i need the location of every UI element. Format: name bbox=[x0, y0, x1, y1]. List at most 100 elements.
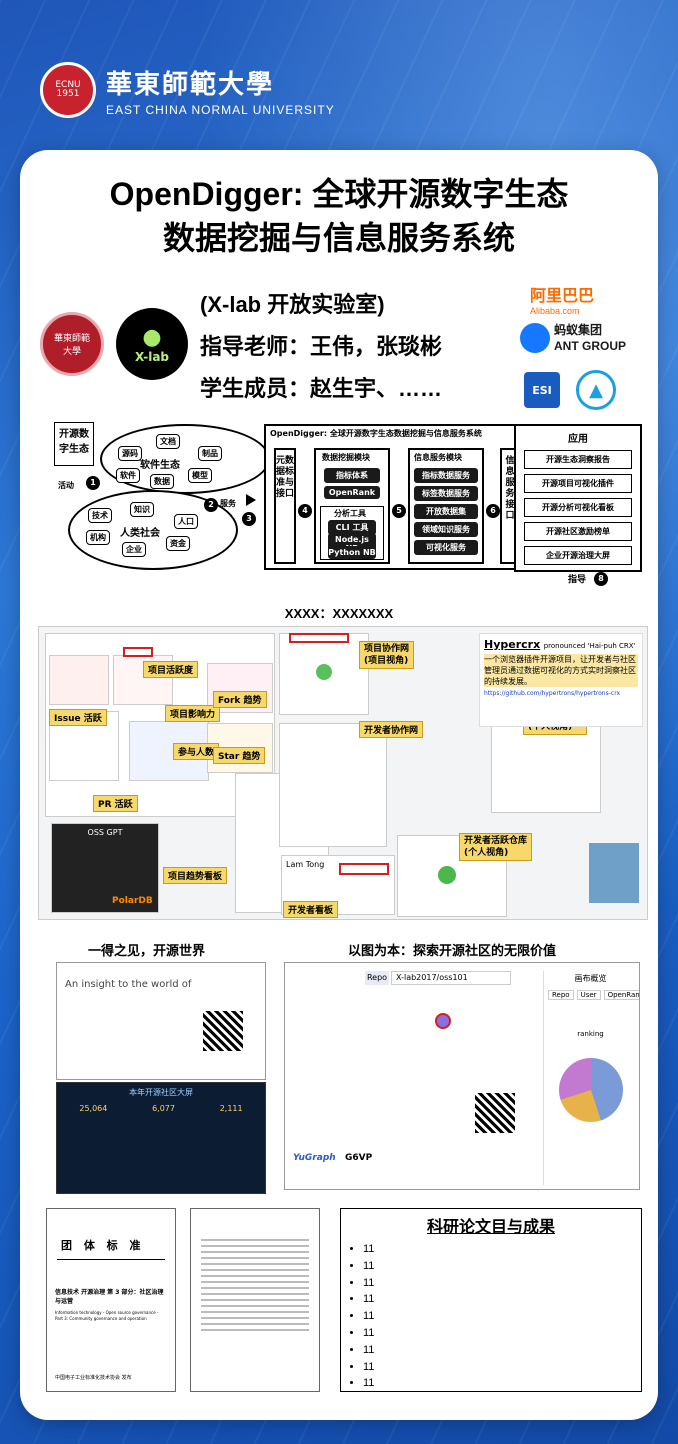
hs-item: 知识 bbox=[130, 502, 154, 517]
xlab-logo: ● X-lab bbox=[116, 308, 188, 380]
personal-view: (个人视角) bbox=[528, 722, 573, 732]
label-fork-trend: Fork 趋势 bbox=[213, 691, 267, 708]
tab-repo[interactable]: Repo bbox=[548, 990, 574, 1000]
university-name-en: EAST CHINA NORMAL UNIVERSITY bbox=[106, 102, 335, 117]
label-project-influence: 项目影响力 bbox=[165, 705, 221, 722]
hypercrx-screenshot-panel: 项目活跃度 项目影响力 Issue 活跃 PR 活跃 参与人数 Fork 趋势 … bbox=[38, 626, 648, 920]
list-item: 11 bbox=[363, 1258, 641, 1275]
activity-chart bbox=[49, 655, 109, 705]
sw-item: 制品 bbox=[198, 446, 222, 461]
advisors: 指导老师：王伟，张琰彬 bbox=[200, 334, 443, 359]
insight-title: An insight to the world of bbox=[65, 979, 192, 990]
stat-value: 25,064 bbox=[79, 1104, 108, 1113]
team-photo bbox=[589, 843, 639, 903]
list-item: 11 bbox=[363, 1325, 641, 1342]
mining-module-title: 数据挖掘模块 bbox=[322, 453, 370, 462]
ant-cn: 蚂蚁集团 bbox=[554, 323, 603, 337]
results-title: 科研论文目与成果 bbox=[426, 1219, 555, 1236]
g6vp-logo: G6VP bbox=[345, 1153, 373, 1163]
label-dev-network: 开发者协作网 bbox=[359, 721, 424, 738]
list-item: 11 bbox=[363, 1275, 641, 1292]
highlight-box bbox=[339, 863, 389, 875]
eco-title-box: 开源数字生态 bbox=[54, 422, 94, 466]
hypercrx-pron: pronounced 'Hai-puh CRX' bbox=[543, 642, 636, 650]
service-item: 指标数据服务 bbox=[414, 468, 478, 483]
sw-item: 源码 bbox=[118, 446, 142, 461]
hypercrx-url[interactable]: https://github.com/hypertrons/hypertrons… bbox=[484, 690, 621, 697]
list-item: 11 bbox=[363, 1359, 641, 1376]
label-participants: 参与人数 bbox=[173, 743, 220, 760]
university-name-cn: 華東師範大學 bbox=[106, 69, 275, 100]
app-item: 开源生态洞察报告 bbox=[524, 450, 632, 469]
label-project-trend-board: 项目趋势看板 bbox=[163, 867, 228, 884]
oss-gpt-title: OSS GPT bbox=[87, 828, 123, 837]
section-caption-1: XXXX：XXXXXXX bbox=[284, 606, 394, 621]
yugraph-logo: YuGraph bbox=[293, 1153, 336, 1163]
project-view: (项目视角) bbox=[364, 656, 409, 666]
tools-title: 分析工具 bbox=[334, 509, 366, 518]
students: 学生成员：赵生宇、…… bbox=[200, 376, 443, 401]
donut-chart bbox=[558, 1058, 623, 1122]
step-number: 5 bbox=[392, 504, 406, 518]
software-eco-label: 软件生态 bbox=[140, 460, 180, 471]
list-item: 11 bbox=[363, 1308, 641, 1325]
mining-item: 指标体系 bbox=[324, 468, 380, 483]
step-number: 1 bbox=[86, 476, 100, 490]
poster-title: OpenDigger: 全球开源数字生态 数据挖掘与信息服务系统 bbox=[0, 172, 678, 260]
project-network-graph bbox=[279, 633, 369, 715]
dashboard-screen: 本年开源社区大屏 25,064 6,077 2,111 bbox=[56, 1082, 266, 1194]
alibaba-cn: 阿里巴巴 bbox=[530, 288, 595, 305]
tool-item: CLI 工具 bbox=[328, 520, 376, 535]
dashboard-title: 本年开源社区大屏 bbox=[129, 1088, 193, 1097]
tab-openrank[interactable]: OpenRank bbox=[603, 990, 639, 1000]
ranking-label: ranking bbox=[577, 1030, 604, 1038]
activity-label: 活动 bbox=[58, 481, 74, 490]
tool-item: Python NB bbox=[328, 546, 376, 559]
tab-user[interactable]: User bbox=[576, 990, 601, 1000]
standard-subtitle: 信息技术 开源治理 第 3 部分：社区治理与运营 bbox=[55, 1289, 164, 1305]
service-item: 开放数据集 bbox=[414, 504, 478, 519]
project-network-title: 项目协作网 bbox=[364, 644, 410, 654]
oss-gpt-panel: OSS GPT PolarDB bbox=[51, 823, 159, 913]
list-item: 11 bbox=[363, 1241, 641, 1258]
section-caption-2-right: 以图为本：探索开源社区的无限价值 bbox=[348, 943, 557, 958]
label-developer-board: 开发者看板 bbox=[283, 901, 339, 918]
dev-repo-title: 开发者活跃仓库 bbox=[464, 836, 528, 846]
overview-panel: 画布概览 Repo User OpenRank ranking bbox=[543, 971, 639, 1185]
standard-en: Information technology - Open source gov… bbox=[55, 1310, 159, 1321]
system-box bbox=[264, 424, 524, 570]
step-number: 6 bbox=[486, 504, 500, 518]
repo-search-input[interactable]: X-lab2017/oss101 bbox=[391, 971, 511, 985]
sw-item: 软件 bbox=[116, 468, 140, 483]
service-item: 可视化服务 bbox=[414, 540, 478, 555]
label-dev-repo: 开发者活跃仓库 (个人视角) bbox=[459, 833, 533, 861]
hs-item: 人口 bbox=[174, 514, 198, 529]
ant-en: ANT GROUP bbox=[554, 339, 626, 353]
list-item: 11 bbox=[363, 1342, 641, 1359]
alibaba-logo: 阿里巴巴 Alibaba.com bbox=[530, 282, 594, 316]
highlight-box bbox=[289, 633, 349, 643]
developer-name: Lam Tong bbox=[286, 860, 325, 869]
qr-code-icon bbox=[203, 1011, 243, 1051]
graph-center-node[interactable] bbox=[435, 1013, 451, 1029]
app-item: 开源社区激励榜单 bbox=[524, 522, 632, 541]
ecnu-seal-logo: 華東師範大學 bbox=[40, 312, 104, 376]
app-item: 开源分析可视化看板 bbox=[524, 498, 632, 517]
hs-item: 机构 bbox=[86, 530, 110, 545]
overview-title: 画布概览 bbox=[574, 974, 607, 983]
service-label: 服务 bbox=[220, 499, 236, 508]
step-number: 3 bbox=[242, 512, 256, 526]
mining-item: OpenRank bbox=[324, 486, 380, 499]
esi-logo: ESI bbox=[524, 372, 560, 408]
graph-node bbox=[438, 866, 456, 884]
repo-selector[interactable]: Repo bbox=[365, 971, 389, 985]
developer-network-graph bbox=[279, 723, 387, 847]
label-issue-activity: Issue 活跃 bbox=[49, 709, 107, 726]
standard-publisher: 中国电子工业标准化技术协会 发布 bbox=[55, 1375, 132, 1381]
app-item: 企业开源治理大屏 bbox=[524, 546, 632, 565]
results-panel: 科研论文目与成果 11 11 11 11 11 11 11 11 11 bbox=[340, 1208, 642, 1392]
insight-site-panel: An insight to the world of bbox=[56, 962, 266, 1080]
app-item: 开源项目可视化插件 bbox=[524, 474, 632, 493]
stat-value: 6,077 bbox=[152, 1104, 175, 1113]
dev-repo-view: (个人视角) bbox=[464, 848, 509, 858]
